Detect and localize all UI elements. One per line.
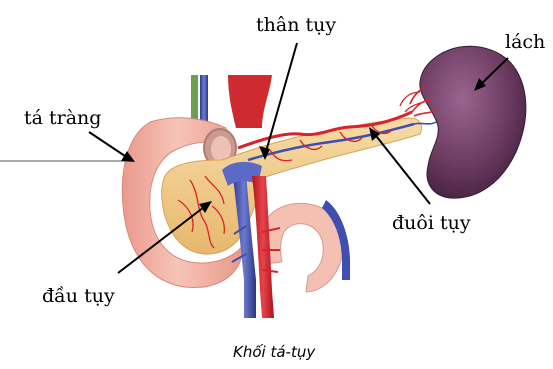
label-than-tuy: thân tụy <box>256 14 336 36</box>
arrow-duoi-tuy <box>373 132 430 204</box>
aorta-top <box>228 75 272 128</box>
figure-caption: Khối tá-tụy <box>233 343 316 361</box>
label-ta-trang: tá tràng <box>24 107 101 129</box>
label-lach: lách <box>505 31 545 53</box>
label-duoi-tuy: đuôi tụy <box>392 212 471 234</box>
label-dau-tuy: đầu tụy <box>42 285 115 307</box>
